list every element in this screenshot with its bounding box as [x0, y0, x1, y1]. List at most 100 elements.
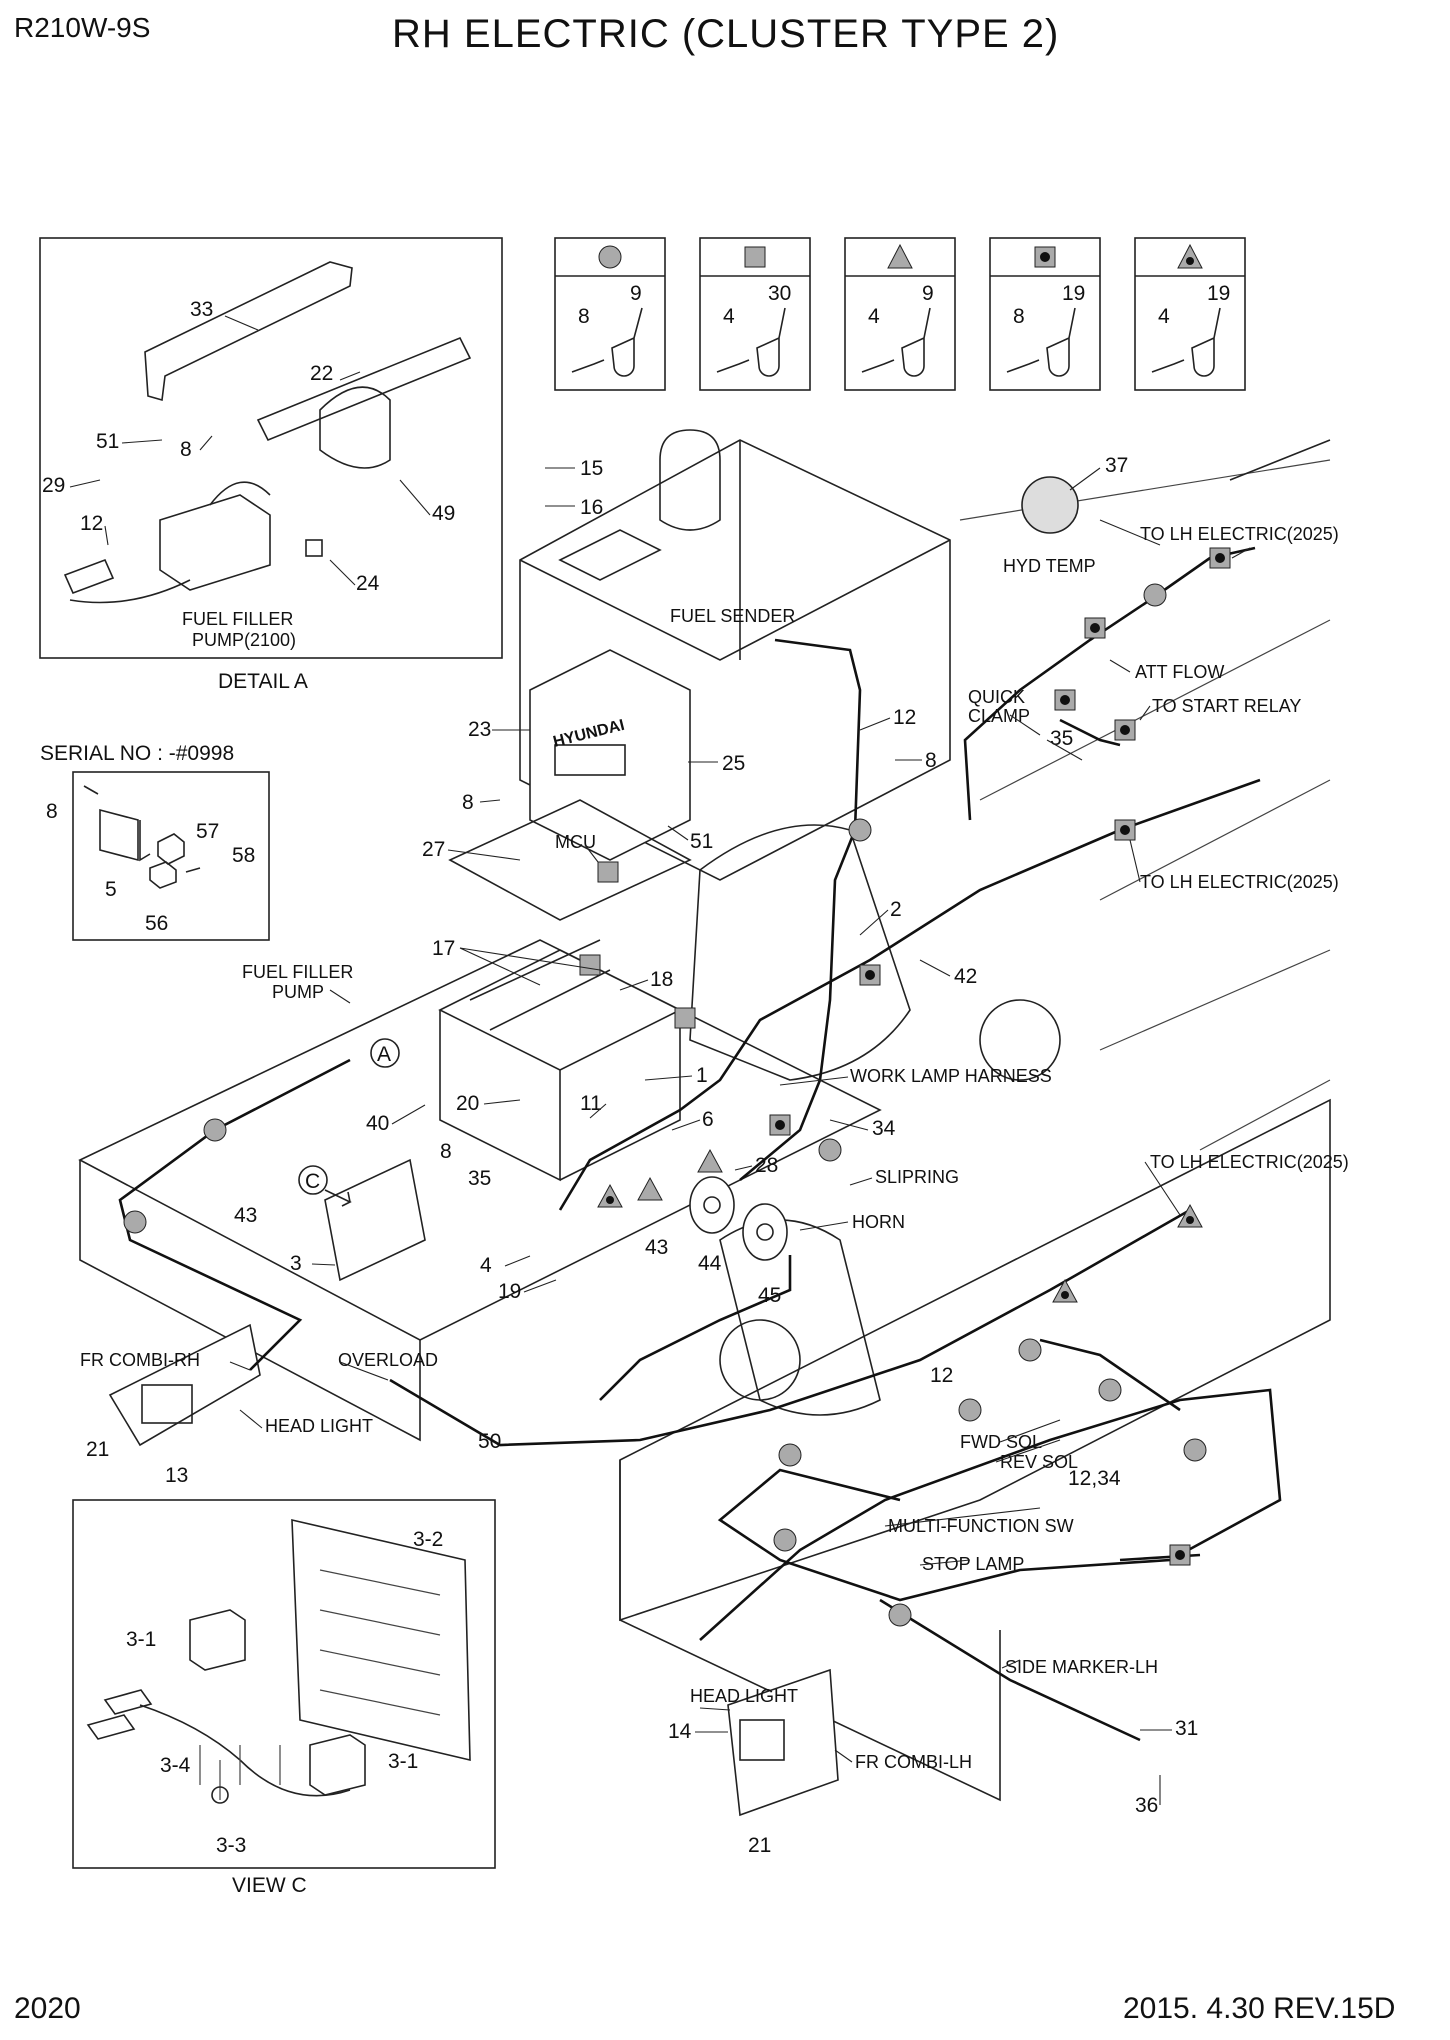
machine-frame [78, 429, 1331, 1817]
part-number-3-3: 3-3 [216, 1834, 246, 1857]
part-numbers: 15 16 37 23 25 12 8 35 8 51 27 17 18 2 4… [86, 454, 1198, 1857]
part-number-11: 11 [580, 1092, 602, 1115]
part-number-23: 23 [468, 718, 491, 741]
part-number-3-2: 3-2 [413, 1528, 443, 1551]
part-number-3-1: 3-1 [388, 1750, 418, 1773]
legend-right-number: 30 [768, 282, 791, 305]
page-title: RH ELECTRIC (CLUSTER TYPE 2) [392, 12, 1060, 56]
legend-right-number: 19 [1062, 282, 1085, 305]
part-number-51: 51 [690, 830, 713, 853]
to-start-relay-label: TO START RELAY [1152, 696, 1301, 716]
part-number-29: 29 [42, 474, 65, 497]
part-number-44: 44 [698, 1252, 722, 1275]
part-number-3-4: 3-4 [160, 1754, 191, 1777]
leader-lines [229, 467, 1251, 1805]
part-number-35: 35 [468, 1167, 491, 1190]
part-number-8: 8 [925, 749, 937, 772]
legend-triangle-symbol [887, 243, 913, 269]
part-number-6: 6 [702, 1108, 714, 1131]
revision-date: 2015. 4.30 REV.15D [1123, 1992, 1396, 2025]
part-number-14: 14 [668, 1720, 692, 1743]
fuel-filler-pump-code: PUMP(2100) [192, 630, 296, 650]
part-number-4: 4 [480, 1254, 492, 1277]
view-c-inset: 3-2 3-1 3-4 3-1 3-3 [72, 1499, 496, 1869]
legend-right-number: 19 [1207, 282, 1230, 305]
horn-label: HORN [852, 1212, 905, 1232]
part-number-36: 36 [1135, 1794, 1158, 1817]
part-number-37: 37 [1105, 454, 1128, 477]
part-number-25: 25 [722, 752, 745, 775]
mcu-label: MCU [555, 832, 596, 852]
rev-sol-label: REV SOL [1000, 1452, 1078, 1472]
detail-a-inset: 33 22 51 8 29 12 49 24 FUEL FILLER PUMP(… [39, 237, 503, 659]
overload-label: OVERLOAD [338, 1350, 438, 1370]
to-lh-electric-label-1: TO LH ELECTRIC(2025) [1140, 524, 1339, 544]
view-c-caption: VIEW C [232, 1874, 307, 1897]
legend-left-number: 4 [868, 305, 880, 328]
part-number-12: 12 [930, 1364, 953, 1387]
quick-clamp-label-1: QUICK [968, 687, 1025, 707]
part-number-3-1: 3-1 [126, 1628, 156, 1651]
fuel-filler-pump-label-2: PUMP [272, 982, 324, 1002]
part-number-8: 8 [440, 1140, 452, 1163]
legend-triangle-box: 4 9 [844, 237, 956, 391]
part-number-43: 43 [645, 1236, 668, 1259]
part-number-58: 58 [232, 844, 255, 867]
part-number-43: 43 [234, 1204, 257, 1227]
part-number-34: 34 [872, 1117, 896, 1140]
legend-square-symbol [744, 246, 766, 268]
legend-right-number: 9 [630, 282, 642, 305]
part-number-42: 42 [954, 965, 977, 988]
part-number-3: 3 [290, 1252, 302, 1275]
part-number-21: 21 [748, 1834, 771, 1857]
part-number-51: 51 [96, 430, 119, 453]
head-light-rh-label: HEAD LIGHT [265, 1416, 373, 1436]
detail-a-caption: DETAIL A [218, 670, 308, 693]
multi-function-sw-label: MULTI-FUNCTION SW [888, 1516, 1074, 1536]
legend-left-number: 4 [723, 305, 735, 328]
serial-number-caption: SERIAL NO : -#0998 [40, 742, 234, 765]
legend-circle-box: 8 9 [554, 237, 666, 391]
legend-left-number: 4 [1158, 305, 1170, 328]
fr-combi-lh-label: FR COMBI-LH [855, 1752, 972, 1772]
serial-inset: 8 57 58 5 56 [46, 771, 270, 941]
part-number-12-34: 12,34 [1068, 1467, 1121, 1490]
part-number-24: 24 [356, 572, 380, 595]
part-number-35: 35 [1050, 727, 1073, 750]
work-lamp-harness-label: WORK LAMP HARNESS [850, 1066, 1052, 1086]
part-number-8: 8 [46, 800, 58, 823]
head-light-lh-label: HEAD LIGHT [690, 1686, 798, 1706]
lamp-37 [1021, 476, 1079, 534]
part-number-33: 33 [190, 298, 213, 321]
part-number-17: 17 [432, 937, 455, 960]
hyd-temp-label: HYD TEMP [1003, 556, 1096, 576]
part-number-56: 56 [145, 912, 168, 935]
part-number-20: 20 [456, 1092, 479, 1115]
part-number-16: 16 [580, 496, 603, 519]
legend-dot-triangle-box: 4 19 [1134, 237, 1246, 391]
quick-clamp-label-2: CLAMP [968, 706, 1030, 726]
part-number-49: 49 [432, 502, 455, 525]
part-number-21: 21 [86, 1438, 109, 1461]
to-lh-electric-label-3: TO LH ELECTRIC(2025) [1150, 1152, 1349, 1172]
component-labels: FUEL SENDER HYD TEMP TO LH ELECTRIC(2025… [80, 524, 1349, 1772]
fuel-filler-pump-label-1: FUEL FILLER [242, 962, 353, 982]
part-number-19: 19 [498, 1280, 521, 1303]
part-number-8: 8 [462, 791, 474, 814]
page-number: 2020 [14, 1992, 81, 2025]
side-marker-lh-label: SIDE MARKER-LH [1005, 1657, 1158, 1677]
part-number-40: 40 [366, 1112, 389, 1135]
fuel-sender-label: FUEL SENDER [670, 606, 795, 626]
fr-combi-rh-label: FR COMBI-RH [80, 1350, 200, 1370]
legend-left-number: 8 [1013, 305, 1025, 328]
legend-dot-triangle-symbol [1177, 243, 1203, 269]
part-number-28: 28 [755, 1154, 778, 1177]
part-number-5: 5 [105, 878, 117, 901]
to-lh-electric-label-2: TO LH ELECTRIC(2025) [1140, 872, 1339, 892]
part-number-12: 12 [893, 706, 916, 729]
fuel-filler-pump-label: FUEL FILLER [182, 609, 293, 629]
clip-markers [123, 547, 1231, 1627]
part-number-18: 18 [650, 968, 673, 991]
legend-dot-square-box: 8 19 [989, 237, 1101, 391]
